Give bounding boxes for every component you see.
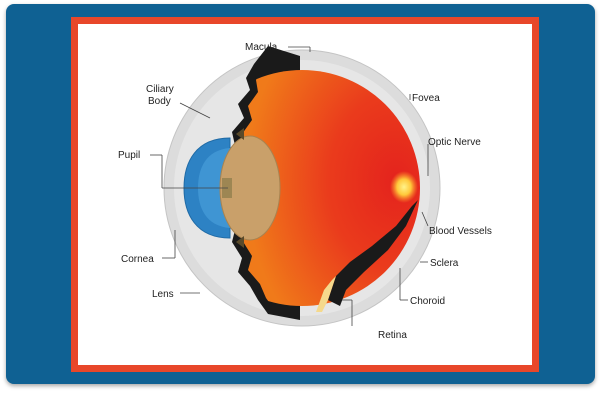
- label-retina: Retina: [378, 330, 407, 341]
- label-choroid: Choroid: [410, 296, 445, 307]
- label-pupil: Pupil: [118, 150, 140, 161]
- label-ciliary-body-line1: Ciliary: [146, 84, 174, 95]
- label-sclera: Sclera: [430, 258, 459, 269]
- label-macula: Macula: [245, 42, 278, 53]
- label-fovea: Fovea: [412, 93, 440, 104]
- label-lens: Lens: [152, 289, 174, 300]
- fovea-highlight: [390, 171, 418, 203]
- label-blood-vessels: Blood Vessels: [429, 226, 492, 237]
- label-cornea: Cornea: [121, 254, 154, 265]
- label-ciliary-body-line2: Body: [148, 96, 171, 107]
- label-optic-nerve: Optic Nerve: [428, 137, 481, 148]
